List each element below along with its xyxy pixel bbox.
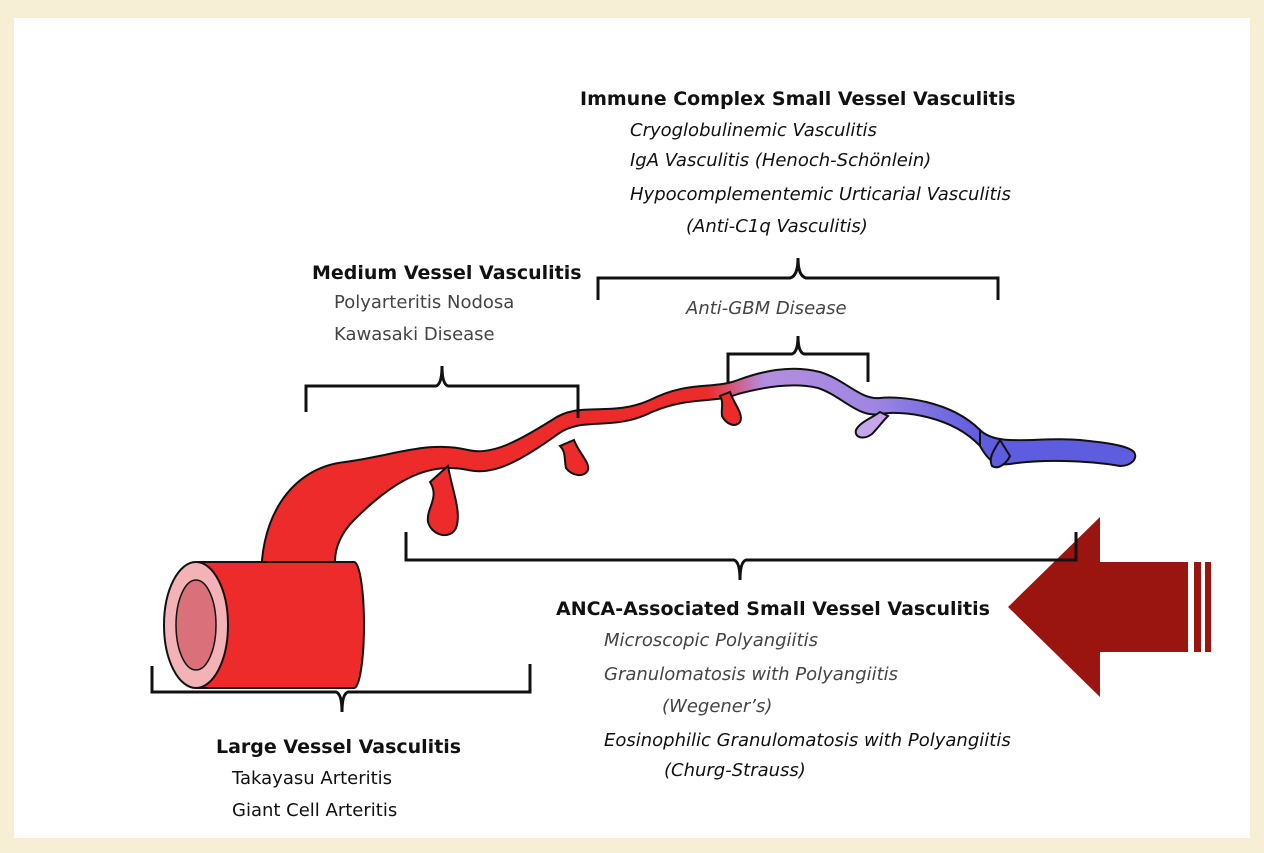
anca-item: Microscopic Polyangiitis <box>604 626 818 656</box>
immune-complex-item: Cryoglobulinemic Vasculitis <box>630 116 877 146</box>
anca-item: (Wegener’s) <box>662 692 772 722</box>
direction-arrow <box>1008 517 1211 697</box>
vessel-branch-stub <box>720 392 741 425</box>
anca-item: Granulomatosis with Polyangiitis <box>604 660 898 690</box>
large-vessel-item: Giant Cell Arteritis <box>232 796 397 826</box>
immune-complex-item: (Anti-C1q Vasculitis) <box>686 212 868 242</box>
vessel-branch-stub <box>856 412 888 437</box>
vessel-branch-stub <box>428 466 458 535</box>
large-vessel-item: Takayasu Arteritis <box>232 764 392 794</box>
anca-title: ANCA-Associated Small Vessel Vasculitis <box>556 598 990 620</box>
vessel-branch-stub <box>560 440 588 475</box>
anca-item: (Churg-Strauss) <box>664 756 806 786</box>
immune-complex-item: Hypocomplementemic Urticarial Vasculitis <box>630 180 1011 210</box>
immune-complex-title: Immune Complex Small Vessel Vasculitis <box>580 88 1016 110</box>
bracket-medium <box>306 366 578 418</box>
anca-item: Eosinophilic Granulomatosis with Polyang… <box>604 726 1011 756</box>
anti-gbm-label: Anti-GBM Disease <box>686 294 847 324</box>
medium-vessel-item: Kawasaki Disease <box>334 320 495 350</box>
immune-complex-item: IgA Vasculitis (Henoch-Schönlein) <box>630 146 931 176</box>
medium-vessel-title: Medium Vessel Vasculitis <box>312 262 582 284</box>
medium-vessel-item: Polyarteritis Nodosa <box>334 288 514 318</box>
large-vessel-title: Large Vessel Vasculitis <box>216 736 461 758</box>
bracket-anca <box>406 532 1076 580</box>
vessel-lumen <box>176 580 216 670</box>
